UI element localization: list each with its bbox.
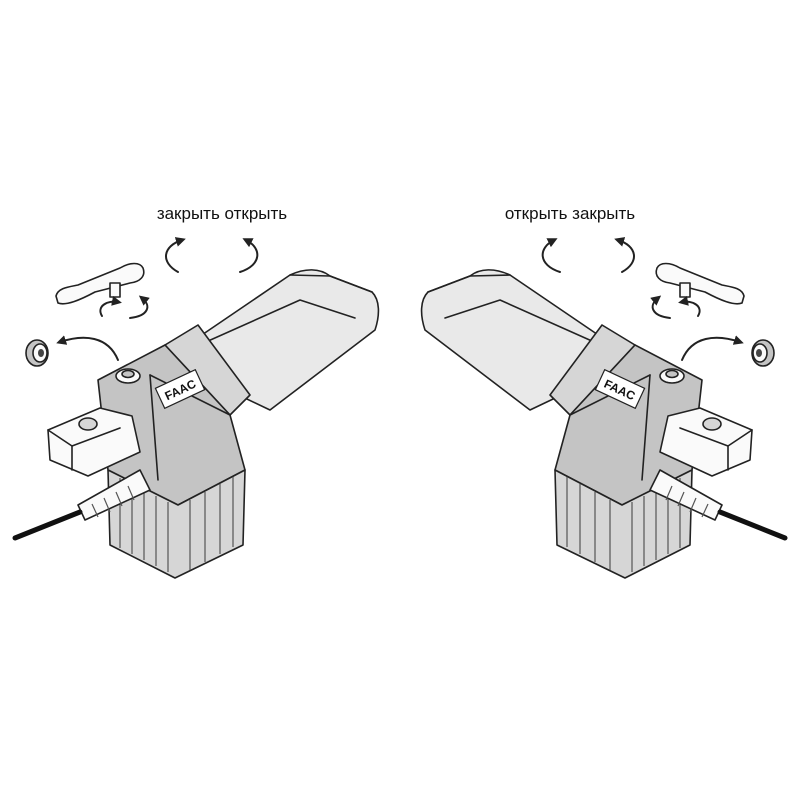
- right-operator: [420, 237, 788, 579]
- rotate-close-arrow-icon: [165, 237, 186, 273]
- rotate-open-arrow-icon: [239, 238, 259, 273]
- cable-icon: [12, 469, 151, 541]
- lever-key-icon: [55, 262, 150, 319]
- cap-nut-icon: [681, 335, 775, 367]
- right-direction-label: открыть закрыть: [505, 204, 635, 223]
- cap-nut-icon: [25, 335, 119, 367]
- cable-icon: [649, 469, 788, 541]
- left-operator: FAAC: [12, 237, 380, 579]
- rotate-close-arrow-icon: [541, 238, 561, 273]
- left-direction-label: закрыть открыть: [157, 204, 287, 223]
- lever-key-icon: [650, 262, 745, 319]
- rotate-open-arrow-icon: [614, 237, 635, 273]
